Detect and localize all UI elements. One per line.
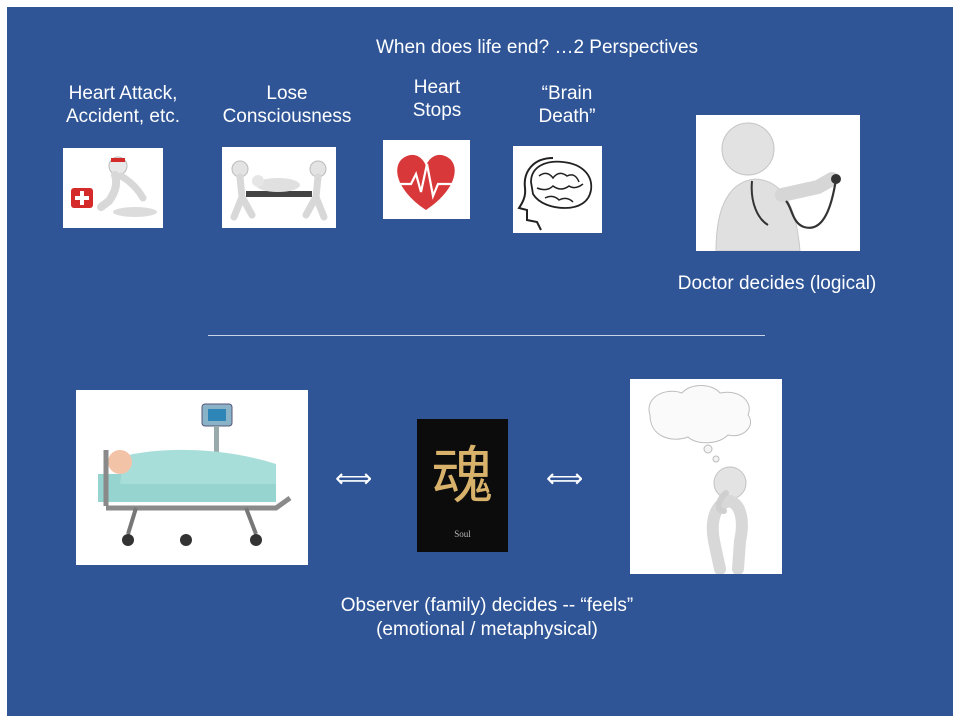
heartbeat-icon xyxy=(383,140,470,219)
stretcher-icon xyxy=(222,147,336,228)
left-double-arrow-icon: ⟺ xyxy=(335,463,373,493)
stage-label-brain-death: “Brain Death” xyxy=(538,83,596,127)
first-aid-icon xyxy=(63,148,163,228)
soul-kanji-image: 魂 Soul xyxy=(417,419,508,552)
right-double-arrow-icon: ⟺ xyxy=(546,463,584,493)
stage-label-heart-attack: Heart Attack, Accident, etc. xyxy=(65,83,181,127)
observer-caption-line1: Observer (family) decides -- “feels” xyxy=(340,595,634,616)
thinking-figure-icon xyxy=(630,379,782,574)
slide: When does life end? …2 Perspectives Hear… xyxy=(7,7,953,716)
hospital-bed-icon xyxy=(76,390,308,565)
observer-caption-line2: (emotional / metaphysical) xyxy=(376,619,598,640)
brain-icon xyxy=(513,146,602,233)
slide-title: When does life end? …2 Perspectives xyxy=(375,37,699,58)
doctor-stethoscope-icon xyxy=(696,115,860,251)
doctor-caption: Doctor decides (logical) xyxy=(677,273,877,294)
section-divider xyxy=(208,335,765,336)
soul-kanji-glyph: 魂 xyxy=(431,439,494,512)
stage-label-lose-consciousness: Lose Consciousness xyxy=(222,83,352,127)
soul-word: Soul xyxy=(454,529,471,539)
stage-label-heart-stops: Heart Stops xyxy=(412,77,462,121)
